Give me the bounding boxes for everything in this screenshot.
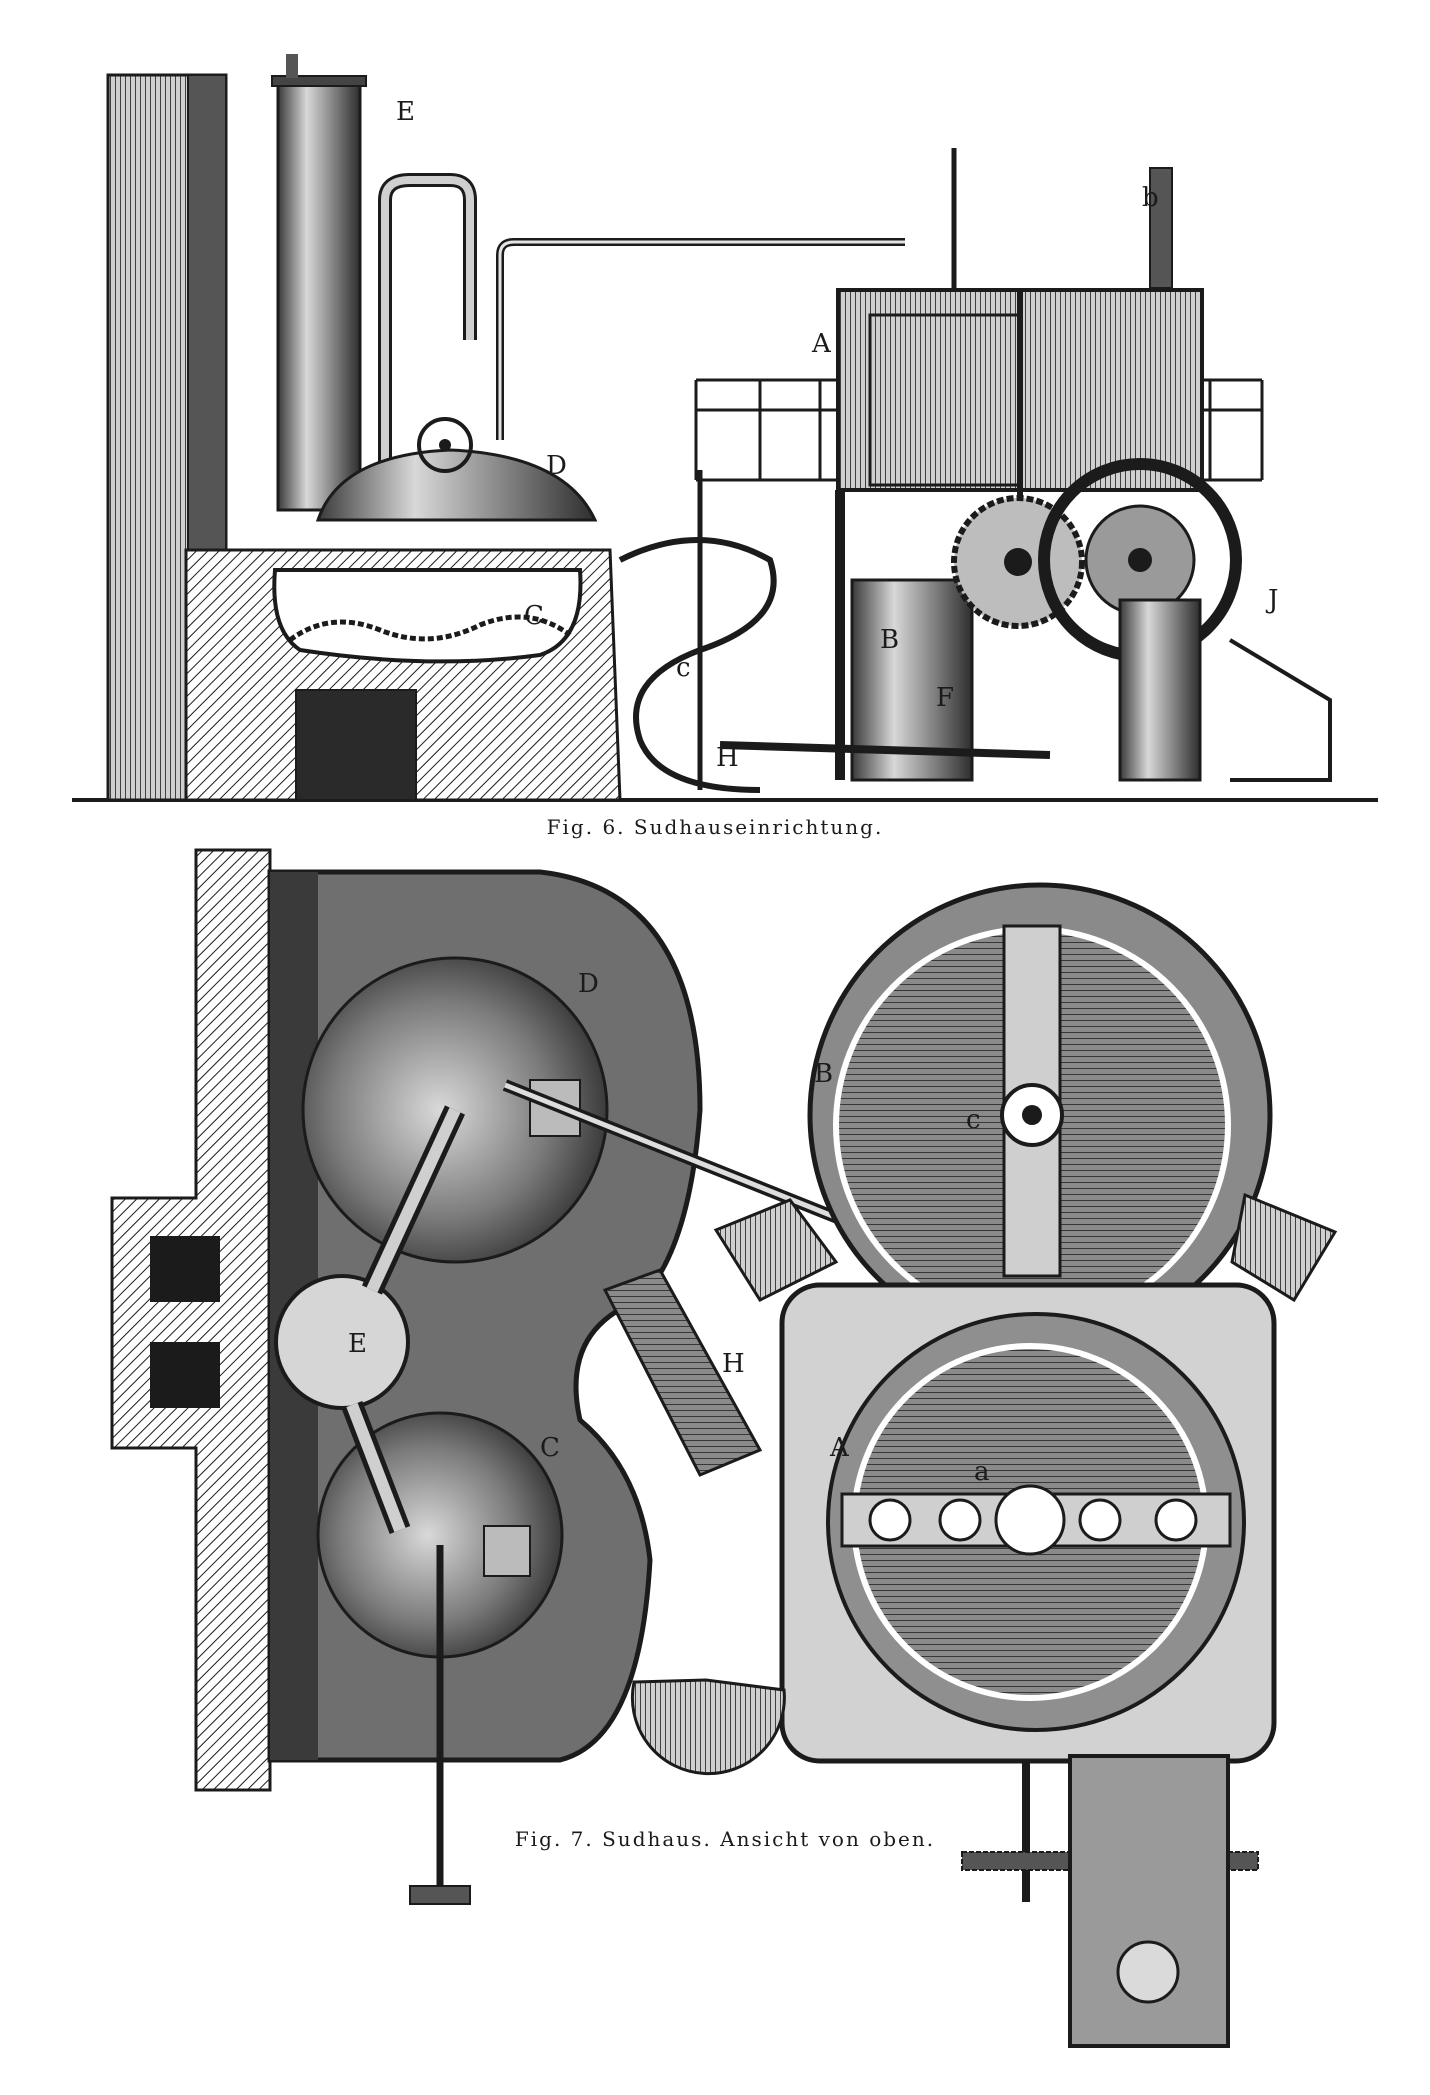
fig7-pipe-e-c-inner [346,1402,406,1533]
fig6-kettle-d [315,448,598,522]
fig7-label-e: E [348,1329,367,1359]
fig6-label-b: B [880,625,899,655]
fig6-label-j: J [1265,585,1278,615]
fig7-chute-right [1230,1192,1338,1303]
fig6-column-e-stack [286,54,298,78]
fig7-tun-a-wheels [868,1484,1198,1556]
fig7-label-c-small: c [966,1105,981,1135]
fig6-column-e [276,78,362,512]
fig6-label-e: E [396,97,415,127]
fig6-spiral-stair [618,537,777,793]
fig6-caption: Fig. 6. Sudhauseinrichtung. [547,815,884,839]
fig6-pipe-long-inner [498,240,905,440]
fig7-caption: Fig. 7. Sudhaus. Ansicht von oben. [515,1827,935,1851]
fig6-right-stair [1228,638,1332,782]
fig6-label-h: H [716,743,739,773]
fig7-chute-left [713,1198,839,1302]
fig7-drive-governor [1116,1940,1180,2004]
fig6-firebox [295,689,417,801]
fig6-label-a: A [811,329,832,359]
fig6-label-c: C [524,601,544,631]
fig6-pipe-loop-inner [381,176,474,470]
fig7-flue-upper [150,1236,220,1302]
fig6-pipe-h [719,741,1051,759]
fig7-label-b: B [814,1059,833,1089]
fig7-kettle-c-hatch [483,1525,531,1577]
fig6-label-d: D [546,451,567,481]
fig7-flue-lower [150,1342,220,1408]
fig6-label-f: F [936,683,954,713]
fig7-vessel-e [274,1274,410,1410]
fig7-label-a-small: a [974,1457,990,1487]
fig6-elevation: E A b D C c B F H J Fig. 6. Sudhauseinri… [72,54,1378,839]
fig7-tun-b-hub-center [1022,1105,1042,1125]
fig7-weight [409,1885,471,1905]
fig6-handwheel-hub [439,439,451,451]
fig7-pan-h [602,1268,763,1477]
fig6-label-b-small: b [1142,183,1159,213]
fig7-label-d: D [578,969,599,999]
fig6-kettle-c [272,568,583,664]
fig6-valve-b [1149,167,1173,289]
fig7-plan: D B c E H C A a Fig. 7. Sudhaus. Ansicht… [110,848,1338,2048]
fig7-label-h: H [722,1349,745,1379]
fig6-label-c-small: c [676,653,691,683]
fig7-label-a: A [829,1433,850,1463]
fig6-column-e-cap [271,75,367,87]
fig6-gear-small-hub [1004,548,1032,576]
fig7-wall [110,848,272,1792]
fig6-kettle-c-coil [288,614,572,643]
fig6-engine-j [1118,598,1202,782]
fig6-gear-large-hub [1128,548,1152,572]
fig7-label-c: C [540,1433,560,1463]
fig7-spiral-stair [630,1678,786,1776]
fig6-handwheel [417,417,473,473]
fig7-pipe-d-e-inner [366,1107,461,1293]
